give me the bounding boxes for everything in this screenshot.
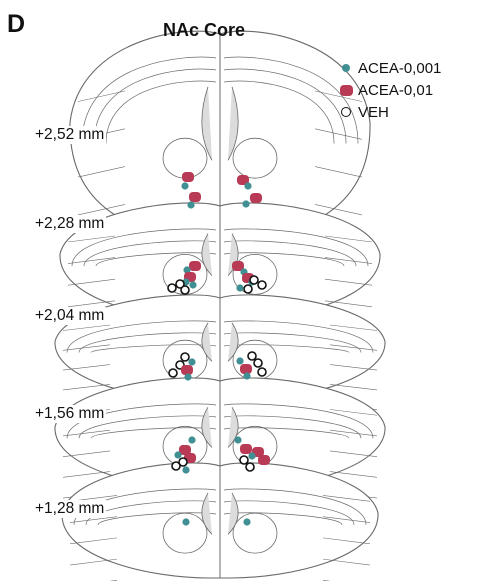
region-line [70,559,117,565]
acea-0001-marker [243,372,250,379]
level-label: +2,52 mm [33,126,106,144]
region-line [63,472,110,478]
acea-0001-marker [243,518,250,525]
legend-label: VEH [358,104,389,121]
acea-0001-marker [236,357,243,364]
acea-001-marker [258,455,270,465]
legend-item-veh: VEH [338,102,441,122]
acea-0001-marker [188,436,195,443]
level-label: +1,56 mm [33,405,106,423]
acea-0001-marker [182,466,189,473]
acea-001-marker [189,261,201,271]
level-label: +2,28 mm [33,215,106,233]
acea-0001-marker [181,182,188,189]
legend-label: ACEA-0,001 [358,60,441,77]
acea-0001-marker [184,373,191,380]
legend-item-acea-0001: ACEA-0,001 [338,58,441,78]
acea-0001-marker [189,281,196,288]
veh-marker [250,276,258,284]
veh-marker [246,463,254,471]
acea-001-marker [240,444,252,454]
acea-001-marker [250,193,262,203]
legend: ACEA-0,001 ACEA-0,01 VEH [338,58,441,124]
acea-0001-marker [182,518,189,525]
legend-item-acea-001: ACEA-0,01 [338,80,441,100]
veh-marker [258,281,266,289]
veh-marker [254,359,262,367]
acea-0001-marker [242,200,249,207]
red-dot-icon [340,85,353,96]
acea-0001-marker [248,452,255,459]
open-circle-icon [341,107,351,117]
panel-letter: D [7,10,25,39]
acea-0001-marker [236,284,243,291]
acea-0001-marker [188,358,195,365]
veh-marker [181,286,189,294]
veh-marker [169,369,177,377]
panel-title: NAc Core [163,20,245,41]
acea-0001-marker [234,436,241,443]
veh-marker [258,368,266,376]
veh-marker [168,284,176,292]
teal-dot-icon [342,64,350,72]
level-label: +1,28 mm [33,500,106,518]
veh-marker [172,462,180,470]
acea-001-marker [189,192,201,202]
region-line [330,384,377,390]
level-label: +2,04 mm [33,307,106,325]
veh-marker [240,456,248,464]
veh-marker [181,353,189,361]
region-line [323,559,370,565]
region-line [63,384,110,390]
acea-001-marker [181,365,193,375]
region-line [330,472,377,478]
veh-marker [244,285,252,293]
legend-label: ACEA-0,01 [358,82,433,99]
veh-marker [248,352,256,360]
acea-001-marker [182,172,194,182]
acea-0001-marker [244,182,251,189]
acea-0001-marker [174,451,181,458]
acea-001-marker [240,364,252,374]
acea-0001-marker [187,201,194,208]
